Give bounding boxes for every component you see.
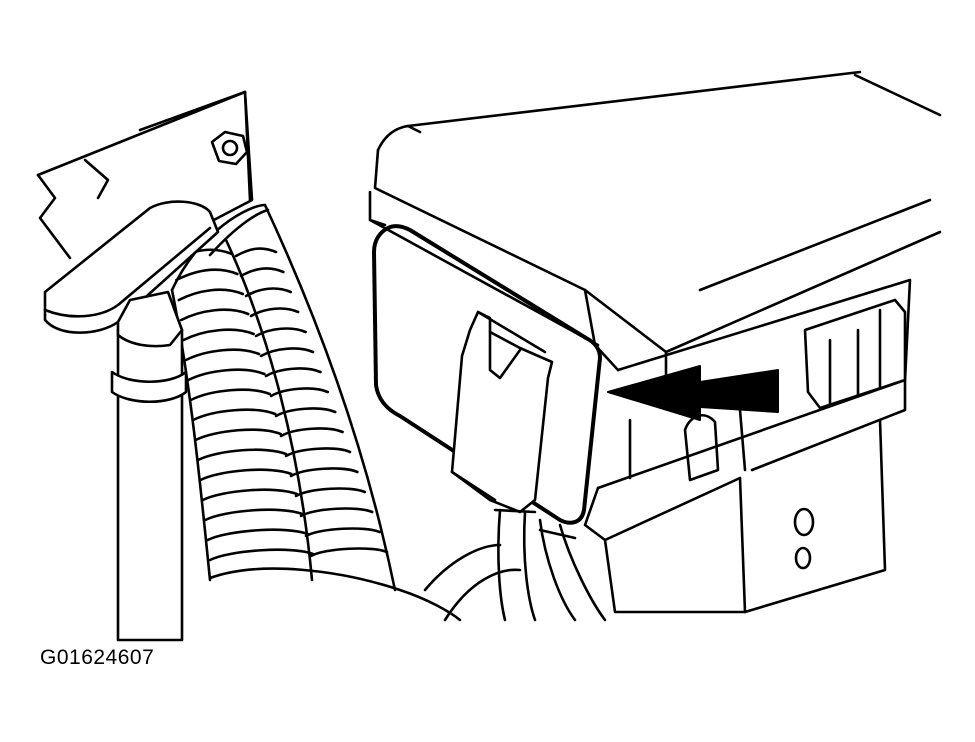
conduit-rib [187, 368, 266, 382]
conduit-rib [249, 307, 300, 318]
conduit-rib [304, 527, 381, 538]
conduit-rib [182, 328, 255, 342]
hex-nut-icon [210, 130, 249, 166]
left-arrow-icon [607, 365, 779, 421]
conduit-rib [201, 488, 299, 502]
conduit-rib [309, 547, 389, 558]
conduit-rib [175, 268, 239, 282]
conduit-rib [208, 548, 315, 562]
conduit-rib [289, 467, 359, 478]
conduit-rib [179, 308, 250, 322]
conduit-rib [191, 408, 277, 422]
cables [208, 508, 607, 622]
t-handle-lever [43, 200, 220, 642]
conduit-rib [294, 487, 367, 498]
connector-cover [372, 224, 602, 525]
conduit-rib [196, 448, 288, 462]
conduit-rib [274, 407, 337, 418]
conduit-rib [244, 287, 293, 298]
conduit-rib [269, 387, 330, 398]
bracket [36, 90, 254, 260]
conduit-rib [299, 507, 374, 518]
mounting-bracket [603, 418, 887, 614]
conduit-rib [284, 447, 352, 458]
conduit-rib [184, 348, 261, 362]
conduit-rib [279, 427, 344, 438]
conduit-rib [177, 288, 245, 302]
conduit-rib [239, 267, 285, 278]
conduit-rib [206, 528, 309, 542]
conduit-rib [259, 347, 315, 358]
locking-tab [683, 298, 907, 482]
conduit-rib [254, 327, 307, 338]
wire-harness-conduit [170, 203, 397, 592]
conduit-rib [194, 428, 282, 442]
conduit-rib [199, 468, 293, 482]
conduit-rib [203, 508, 304, 522]
conduit-rib [234, 247, 278, 258]
conduit-rib [189, 388, 272, 402]
figure-id-label: G01624607 [40, 646, 155, 669]
conduit-rib [264, 367, 322, 378]
